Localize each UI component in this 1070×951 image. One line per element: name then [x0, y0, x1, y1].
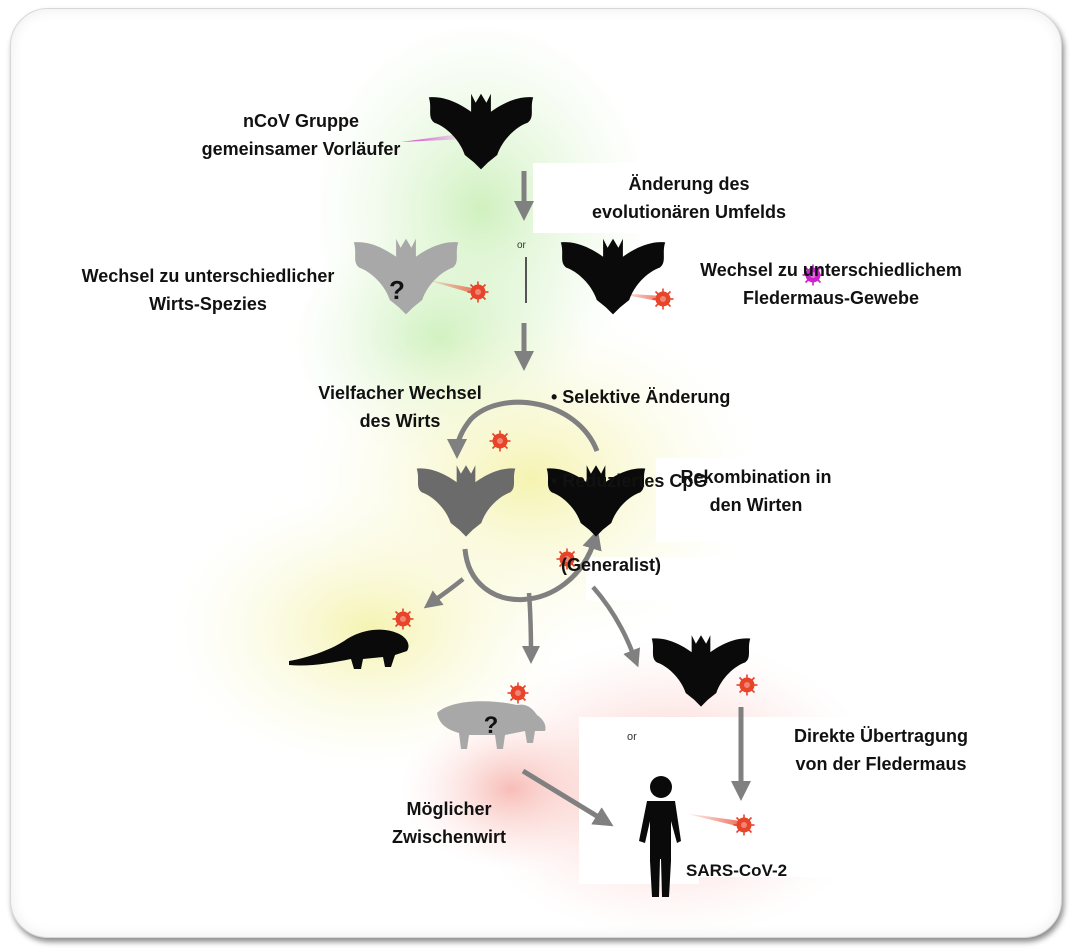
host-switch-label: Wechsel zu unterschiedlicher Wirts-Spezi…	[63, 262, 353, 318]
infection-beam	[401, 133, 467, 142]
diagram-card: ? ? nCoV Gruppe gemeinsamer Vorläufer Än…	[10, 8, 1062, 938]
environment-label-line: Änderung des	[628, 174, 750, 194]
selective-change-item: • Selektive Änderung	[551, 387, 731, 407]
infection-beam	[423, 279, 478, 295]
or-label-top: or	[517, 240, 526, 251]
virus-icon	[488, 429, 512, 453]
tissue-switch-label-line: Wechsel zu unterschiedlichem	[700, 260, 962, 280]
arrow-icon	[447, 399, 600, 459]
arrow-icon	[591, 585, 641, 668]
multiple-hosts-label-line: des Wirts	[359, 411, 441, 431]
recombination-label: Rekombination in den Wirten	[671, 463, 841, 519]
virus-icon	[391, 607, 415, 631]
direct-transmission-label: Direkte Übertragung von der Fledermaus	[773, 722, 989, 778]
human-icon	[639, 776, 681, 897]
host-switch-label-line: Wechsel zu unterschiedlicher	[81, 266, 335, 286]
selective-change-list: • Selektive Änderung • Reduziertes CpG (…	[551, 327, 730, 607]
question-mark-icon: ?	[389, 275, 405, 305]
civet-icon: ?	[437, 701, 546, 749]
arrows	[423, 171, 751, 827]
ancestor-label-line: gemeinsamer Vorläufer	[201, 139, 401, 159]
direct-transmission-label-line: von der Fledermaus	[795, 754, 967, 774]
infection-beam	[683, 813, 741, 827]
intermediate-host-label-line: Möglicher	[406, 799, 492, 819]
or-label-bottom: or	[627, 731, 637, 743]
multiple-hosts-label: Vielfacher Wechsel des Wirts	[309, 379, 491, 435]
virus-icon	[732, 813, 756, 837]
environment-label-line: evolutionären Umfelds	[591, 202, 787, 222]
recombination-cycle-arrow	[462, 529, 602, 602]
direct-transmission-label-line: Direkte Übertragung	[793, 726, 969, 746]
sars-cov-2-label: SARS-CoV-2	[686, 861, 788, 880]
arrow-icon	[521, 592, 540, 664]
question-mark-icon: ?	[484, 712, 499, 739]
tissue-switch-label-line: Fledermaus-Gewebe	[742, 288, 920, 308]
virus-icon	[466, 280, 490, 304]
recombination-label-line: Rekombination in	[680, 467, 832, 487]
selective-change-item: (Generalist)	[551, 555, 662, 575]
multiple-hosts-label-line: Vielfacher Wechsel	[318, 383, 482, 403]
intermediate-host-label: Möglicher Zwischenwirt	[381, 795, 517, 851]
selective-change-item: • Reduziertes CpG	[551, 471, 708, 491]
arrow-icon	[521, 768, 614, 827]
tissue-switch-label: Wechsel zu unterschiedlichem Fledermaus-…	[681, 256, 981, 312]
recombination-label-line: den Wirten	[709, 495, 803, 515]
ancestor-label-line: nCoV Gruppe	[243, 111, 359, 131]
arrow-icon	[423, 577, 465, 609]
diagram-artwork: ? ?	[171, 19, 1019, 937]
virus-icon	[651, 287, 675, 311]
virus-icon	[506, 681, 530, 705]
ancestor-label: nCoV Gruppe gemeinsamer Vorläufer	[201, 107, 401, 163]
host-switch-label-line: Wirts-Spezies	[149, 294, 267, 314]
intermediate-host-label-line: Zwischenwirt	[391, 827, 507, 847]
virus-icon	[735, 673, 759, 697]
label-backgrounds	[533, 163, 1019, 884]
environment-label: Änderung des evolutionären Umfelds	[573, 170, 805, 226]
pangolin-icon	[289, 629, 409, 669]
